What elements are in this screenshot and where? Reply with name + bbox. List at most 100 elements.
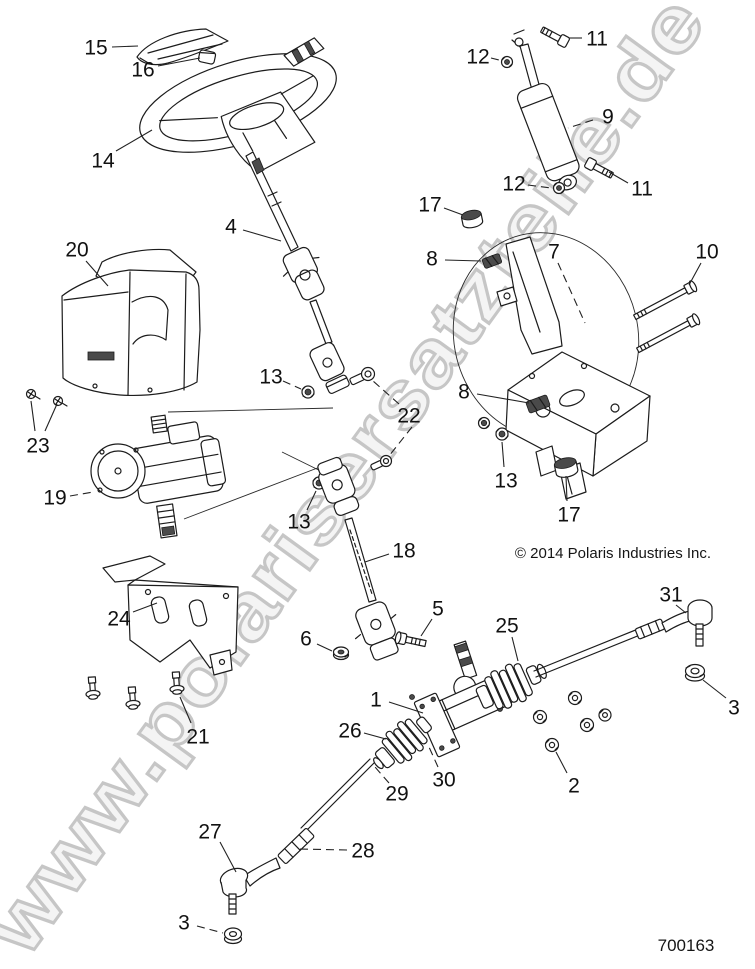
leader-line-11 [608, 171, 629, 184]
tie-rod-27-28-drawing [219, 828, 315, 915]
bellows-25-drawing [475, 663, 547, 710]
leader-line-16 [157, 57, 201, 67]
nut-3-right-drawing [684, 663, 706, 682]
bolt-22-top-drawing [349, 366, 376, 386]
callout-21: 21 [186, 726, 209, 749]
leader-line-22 [388, 426, 413, 457]
callout-18: 18 [392, 540, 415, 563]
leader-line-14 [115, 129, 153, 152]
eps-unit-19-drawing [90, 414, 227, 539]
callout-31: 31 [659, 584, 682, 607]
leader-line-9 [567, 119, 594, 129]
part-number: 700163 [658, 936, 715, 955]
pad-8-top-drawing [481, 253, 503, 269]
callout-25: 25 [495, 615, 518, 638]
leader-line-8 [476, 393, 530, 404]
nut-13-c-drawing [477, 416, 491, 430]
intermediate-shaft-18-drawing [317, 456, 399, 661]
callout-14: 14 [91, 150, 115, 173]
leader-line-13 [306, 490, 317, 511]
callout-30: 30 [432, 769, 455, 792]
leader-line-13 [501, 441, 505, 468]
leader-line-30 [428, 746, 439, 768]
assembly-line [183, 458, 342, 520]
leader-line-23 [44, 403, 58, 432]
assembly-line [167, 407, 334, 413]
callout-9: 9 [602, 106, 614, 129]
callout-6: 6 [300, 628, 312, 651]
diagram-artwork [25, 26, 713, 945]
leader-line-26 [363, 732, 387, 740]
leader-line-2 [555, 751, 568, 774]
bushing-17-top-drawing [460, 209, 484, 229]
leader-line-31 [675, 604, 687, 614]
callout-22: 22 [397, 405, 420, 428]
steering-shaft-4-drawing [245, 151, 350, 395]
leader-line-7 [557, 262, 586, 324]
callout-13: 13 [494, 470, 517, 493]
leader-line-20 [85, 260, 109, 287]
screw-23-a-drawing [25, 388, 41, 400]
callout-3: 3 [728, 697, 740, 720]
callout-24: 24 [107, 608, 131, 631]
callout-3: 3 [178, 912, 190, 935]
callout-12: 12 [502, 173, 525, 196]
leader-line-19 [69, 491, 94, 497]
bolt-10-lower-drawing [636, 313, 701, 354]
bolt-5-drawing [394, 631, 427, 648]
callout-11: 11 [586, 28, 608, 51]
bolt-11-top-drawing [540, 26, 570, 48]
callout-1: 1 [370, 689, 382, 712]
nut-6-drawing [332, 646, 350, 661]
callout-13: 13 [287, 511, 310, 534]
callout-2: 2 [568, 775, 580, 798]
leader-line-23 [30, 400, 36, 432]
inner-rod-right-drawing [533, 628, 641, 678]
nut-3-bottom-drawing [223, 927, 243, 945]
tie-rod-31-drawing [634, 599, 713, 647]
callout-11: 11 [631, 178, 653, 201]
leader-line-17 [565, 475, 568, 502]
leader-line-29 [374, 766, 390, 784]
leader-line-10 [688, 262, 702, 286]
nuts-2-drawing [532, 690, 612, 753]
bolt-22-bottom-drawing [370, 454, 393, 471]
leader-line-22 [372, 380, 400, 405]
callout-16: 16 [131, 59, 154, 82]
leader-line-1 [388, 701, 424, 714]
callout-4: 4 [225, 216, 237, 239]
leader-line-18 [364, 553, 390, 563]
pad-8-bottom-drawing [525, 394, 551, 414]
nut-12-top-drawing [500, 55, 514, 69]
callout-20: 20 [65, 239, 88, 262]
bolt-10-upper-drawing [633, 280, 698, 321]
leader-line-3 [196, 925, 224, 934]
leader-line-5 [420, 618, 433, 637]
nut-13-a-drawing [301, 385, 315, 399]
column-cover-20-drawing [61, 248, 201, 397]
leader-line-4 [242, 229, 282, 242]
leader-line-15 [111, 45, 139, 48]
leader-line-3 [702, 679, 727, 699]
callout-17: 17 [418, 194, 441, 217]
callout-29: 29 [385, 783, 408, 806]
mount-bracket-7-drawing [496, 236, 651, 500]
leader-line-13 [282, 380, 302, 390]
leader-line-6 [316, 643, 333, 652]
leader-line-12 [527, 184, 552, 189]
callout-8: 8 [458, 381, 470, 404]
bracket-24-drawing [102, 555, 239, 676]
callout-28: 28 [351, 840, 374, 863]
leader-line-25 [511, 636, 519, 662]
leader-line-8 [444, 259, 482, 262]
callout-15: 15 [84, 37, 107, 60]
steering-wheel-14-drawing [139, 37, 337, 173]
callout-17: 17 [557, 504, 580, 527]
callout-10: 10 [695, 241, 718, 264]
leader-line-21 [179, 696, 192, 724]
wheel-cap-16-drawing [197, 49, 217, 65]
damper-9-drawing [511, 29, 580, 191]
bushing-17-bottom-drawing [553, 457, 579, 478]
